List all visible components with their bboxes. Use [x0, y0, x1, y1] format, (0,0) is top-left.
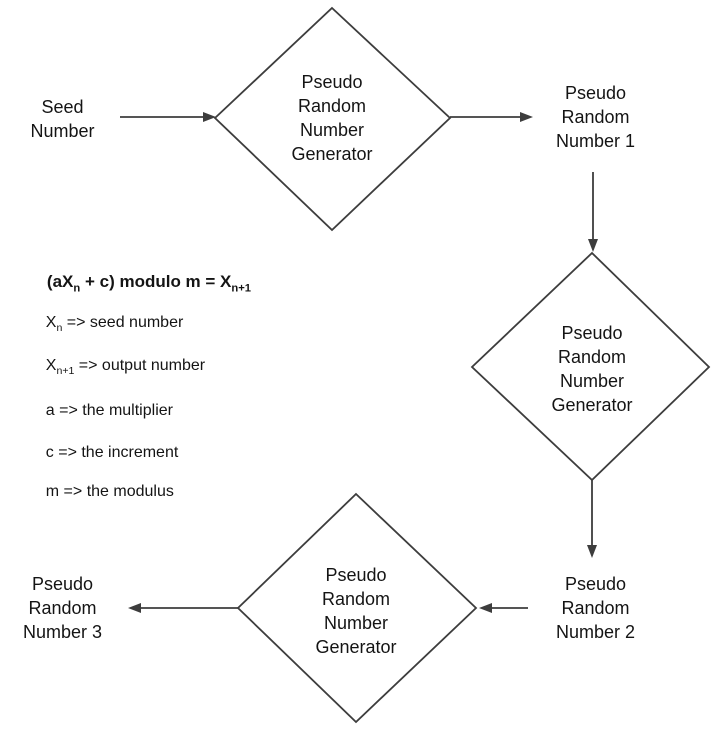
arrowhead-right-icon	[520, 112, 533, 122]
seed-number-label: Seed Number	[30, 97, 95, 141]
arrowhead-down-icon	[587, 545, 597, 558]
definition-subscript: n+1	[56, 365, 75, 378]
arrowheads	[128, 112, 598, 613]
prng2-label: Pseudo Random Number Generator	[551, 323, 633, 415]
definition-modulus: m => the modulus	[28, 465, 174, 519]
output3-label: Pseudo Random Number 3	[22, 574, 103, 642]
prng1-diamond	[213, 6, 452, 232]
output2-label: Pseudo Random Number 2	[555, 574, 636, 642]
definition-text: => output number	[74, 357, 206, 374]
formula-text: + c) modulo m = X	[80, 272, 232, 291]
arrowhead-down-icon	[588, 239, 598, 252]
definition-symbol: c	[45, 444, 54, 461]
prng3-diamond	[236, 492, 478, 724]
definition-increment: c => the increment	[28, 426, 179, 480]
definition-symbol: X	[45, 357, 57, 374]
formula-subscript: n+1	[231, 282, 252, 295]
definition-symbol: m	[45, 483, 60, 500]
definition-text: => the multiplier	[54, 402, 173, 419]
lcg-formula: (aXn + c) modulo m = Xn+1	[28, 252, 251, 312]
definition-output-number: Xn+1 => output number	[28, 339, 205, 393]
definition-seed-number: Xn => seed number	[28, 296, 184, 350]
definition-text: => the increment	[53, 444, 179, 461]
definition-multiplier: a => the multiplier	[28, 384, 173, 438]
definition-text: => seed number	[62, 314, 184, 331]
formula-subscript: n	[73, 282, 81, 295]
formula-text: (aX	[46, 272, 74, 291]
arrowhead-left-icon	[128, 603, 141, 613]
arrowhead-right-icon	[203, 112, 216, 122]
diagram-lines	[120, 6, 711, 724]
arrowhead-left-icon	[479, 603, 492, 613]
prng3-label: Pseudo Random Number Generator	[315, 565, 397, 657]
output1-label: Pseudo Random Number 1	[555, 83, 636, 151]
definition-subscript: n	[56, 322, 63, 335]
definition-symbol: X	[45, 314, 57, 331]
definition-text: => the modulus	[59, 483, 174, 500]
definition-symbol: a	[45, 402, 55, 419]
prng1-label: Pseudo Random Number Generator	[291, 72, 373, 164]
